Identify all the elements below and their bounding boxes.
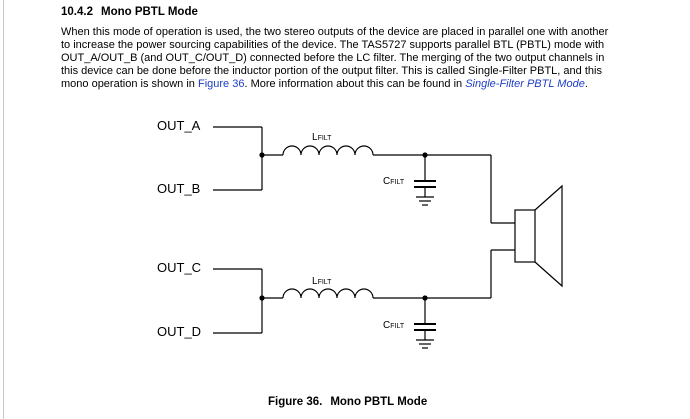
body-paragraph: When this mode of operation is used, the… — [61, 26, 661, 91]
top-channel-wiring — [213, 126, 515, 224]
junction-dot — [259, 152, 265, 158]
speaker-icon — [514, 184, 563, 288]
inductor-top — [282, 145, 374, 156]
paragraph-line: OUT_A/OUT_B (and OUT_C/OUT_D) connected … — [61, 52, 605, 64]
section-number: 10.4.2 — [61, 6, 93, 18]
section-heading: 10.4.2 Mono PBTL Mode — [61, 6, 198, 18]
junction-dots — [259, 152, 428, 301]
figure-36-link[interactable]: Figure 36 — [197, 78, 245, 90]
paragraph-text: mono operation is shown in — [61, 78, 198, 90]
paragraph-line: this device can be done before the induc… — [61, 65, 602, 77]
paragraph-line: When this mode of operation is used, the… — [61, 26, 609, 38]
ground-icon — [416, 339, 434, 349]
bottom-channel-wiring — [213, 249, 515, 349]
paragraph-line: to increase the power sourcing capabilit… — [61, 39, 605, 51]
label-capacitor-bottom: CFILT — [383, 320, 405, 331]
figure-number: Figure 36. — [268, 396, 323, 408]
inductor-bottom — [282, 288, 374, 299]
paragraph-text: . — [584, 78, 588, 90]
label-inductor-top: LFILT — [312, 132, 332, 143]
label-capacitor-top: CFILT — [383, 176, 405, 187]
junction-dot — [422, 152, 428, 158]
label-out-a: OUT_A — [157, 118, 201, 133]
label-inductor-bottom: LFILT — [312, 276, 332, 287]
figure-caption: Figure 36. Mono PBTL Mode — [268, 396, 427, 408]
section-title: Mono PBTL Mode — [100, 6, 198, 18]
ground-icon — [416, 196, 434, 206]
paragraph-text: . More information about this can be fou… — [244, 78, 466, 90]
junction-dot — [422, 295, 428, 301]
label-out-c: OUT_C — [157, 260, 201, 275]
label-out-b: OUT_B — [157, 181, 200, 196]
figure-title: Mono PBTL Mode — [330, 396, 428, 408]
page-left-border — [3, 0, 4, 419]
label-out-d: OUT_D — [157, 324, 201, 339]
single-filter-pbtl-link[interactable]: Single-Filter PBTL Mode — [465, 78, 585, 90]
paragraph-line: mono operation is shown in Figure 36. Mo… — [61, 78, 661, 91]
junction-dot — [259, 295, 265, 301]
